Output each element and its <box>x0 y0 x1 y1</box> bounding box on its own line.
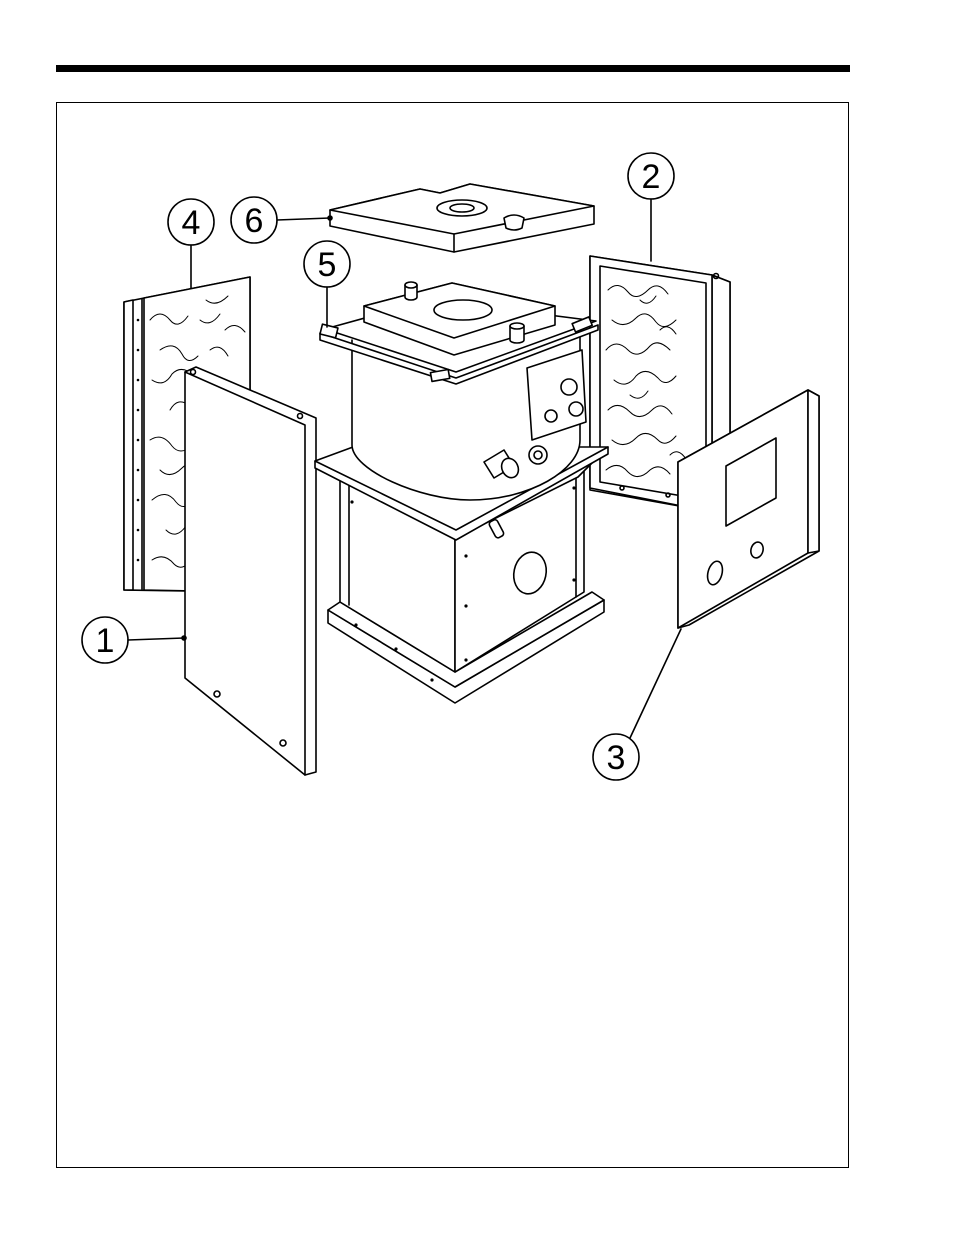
callout-6: 6 <box>231 197 332 243</box>
callout-4-label: 4 <box>182 204 201 242</box>
callout-2-label: 2 <box>642 158 661 196</box>
callout-1-label: 1 <box>96 622 115 660</box>
callout-1: 1 <box>82 617 186 663</box>
callout-4: 4 <box>168 199 214 288</box>
callout-3-label: 3 <box>607 739 626 777</box>
callout-5: 5 <box>304 241 350 327</box>
callout-6-label: 6 <box>245 202 264 240</box>
callout-2: 2 <box>628 153 674 261</box>
part-1-outer-panel <box>185 367 316 775</box>
callout-3: 3 <box>593 629 681 780</box>
callout-5-label: 5 <box>318 246 337 284</box>
part-6-top-cover <box>330 184 594 252</box>
